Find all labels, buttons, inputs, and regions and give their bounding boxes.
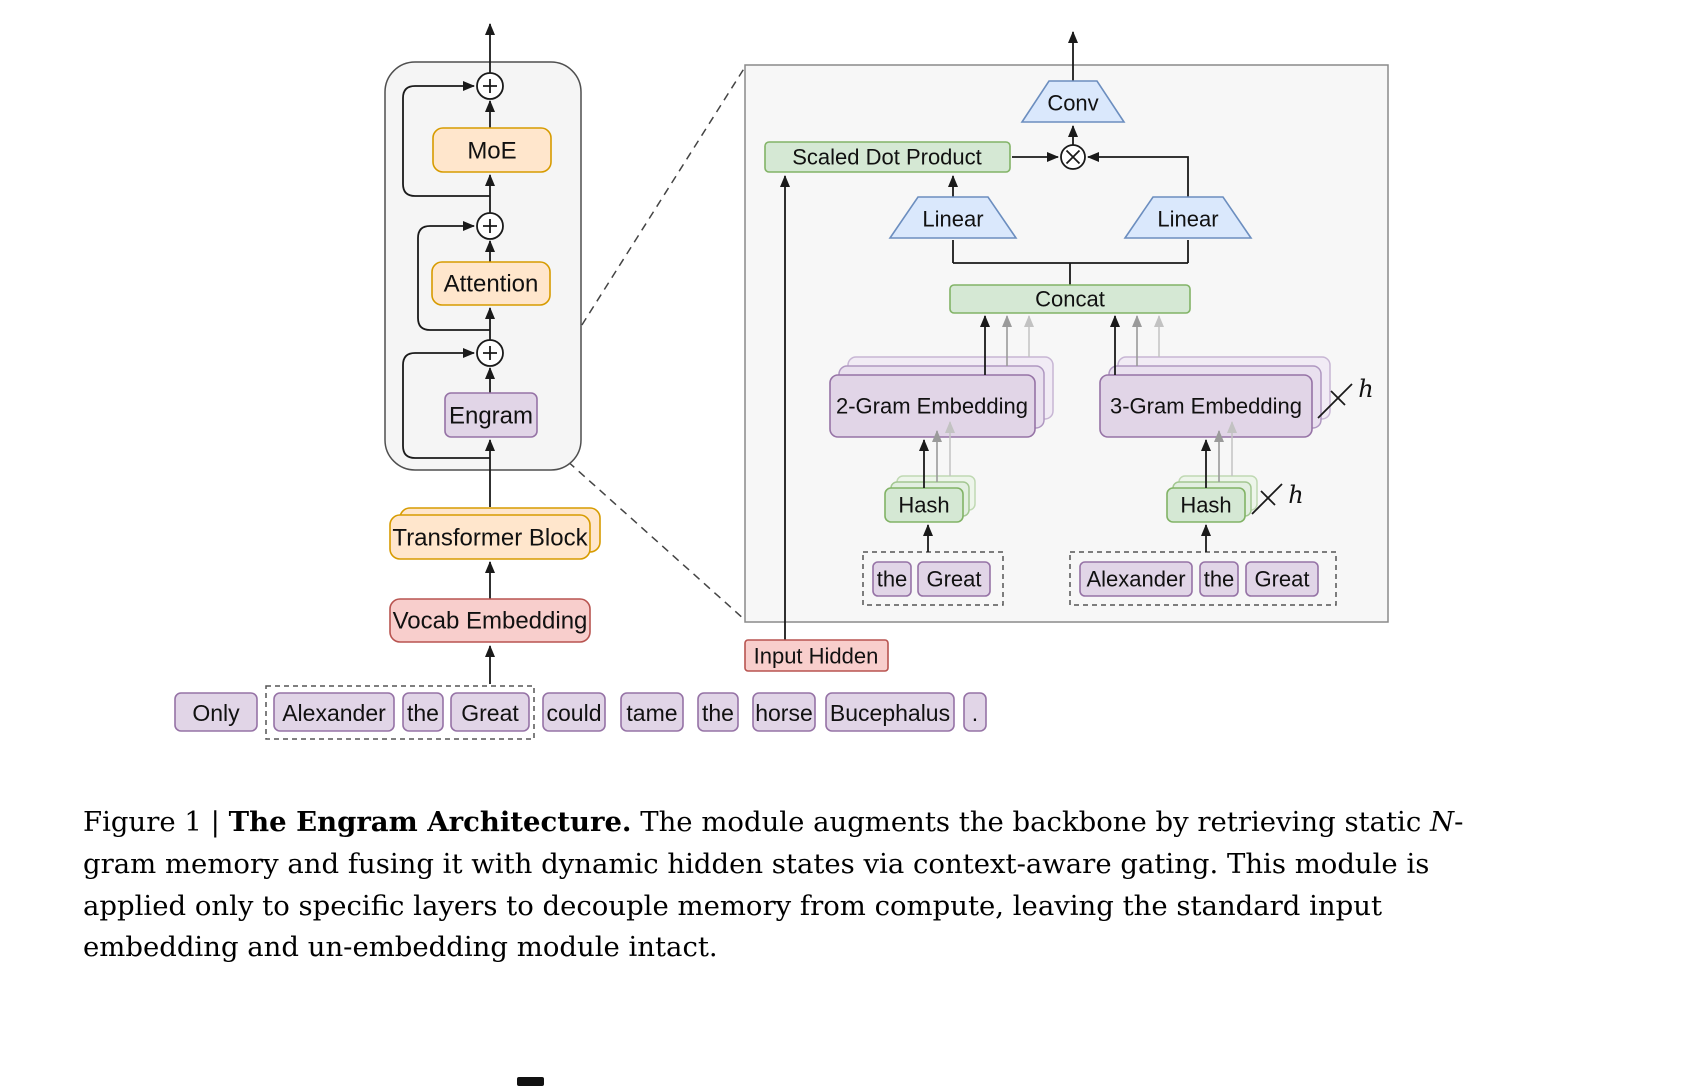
transformer-block: Transformer Block: [389, 507, 601, 560]
three-gram-embedding-stack: 3-Gram Embedding: [1099, 356, 1331, 438]
hash-right-stack: Hash: [1166, 475, 1258, 523]
page-edge-artifact: [517, 1077, 544, 1086]
residual-add-node-top: [476, 72, 504, 100]
input-hidden-label: Input Hidden: [754, 644, 879, 669]
hash-right-label: Hash: [1180, 493, 1231, 518]
heads-count-label: h: [1288, 481, 1303, 509]
engram-block: Engram: [444, 392, 538, 438]
hash-left-stack: Hash: [884, 475, 976, 523]
heads-annotation-hash: h: [1251, 481, 1304, 515]
detail-wires: [780, 31, 1189, 640]
moe-label: MoE: [467, 138, 516, 165]
gating-multiply-node: [1060, 144, 1086, 170]
token-period: .: [963, 692, 987, 732]
token-to-hash-arrows: [923, 524, 1211, 552]
figure-caption: Figure 1 | The Engram Architecture. The …: [83, 802, 1495, 969]
linear-right-label: Linear: [1157, 207, 1218, 232]
linear-left-block: Linear: [888, 196, 1018, 239]
vocab-embedding-label: Vocab Embedding: [393, 608, 588, 635]
token-label: horse: [755, 700, 813, 726]
conv-label: Conv: [1047, 91, 1098, 116]
transformer-block-label: Transformer Block: [392, 525, 588, 552]
attention-label: Attention: [444, 271, 539, 298]
two-gram-embedding-stack: 2-Gram Embedding: [829, 356, 1054, 438]
figure-title: The Engram Architecture.: [228, 806, 632, 838]
token-label: Alexander: [1086, 567, 1185, 592]
engram-label: Engram: [449, 403, 533, 430]
caption-n-symbol: N: [1430, 806, 1455, 838]
embedding-to-concat-arrows: [980, 315, 1164, 375]
token-label: the: [877, 567, 908, 592]
linear-left-label: Linear: [922, 207, 983, 232]
token-label: tame: [626, 700, 677, 726]
token-label: Bucephalus: [830, 700, 950, 726]
vocab-embedding-block: Vocab Embedding: [389, 598, 591, 643]
caption-body-1: The module augments the backbone by retr…: [631, 806, 1430, 838]
plus-icon: [483, 346, 497, 360]
hash-left-label: Hash: [898, 493, 949, 518]
token-the-2: the: [697, 692, 739, 732]
engram-architecture-diagram: MoE Attention Engram Transformer Block V…: [174, 23, 1389, 740]
figure-number: Figure 1 |: [83, 806, 229, 838]
scaled-dot-product-block: Scaled Dot Product: [764, 141, 1011, 173]
token-label: Alexander: [282, 700, 386, 726]
concat-label: Concat: [1035, 287, 1105, 312]
multiply-icon: [1065, 149, 1081, 165]
token-only: Only: [174, 692, 258, 732]
two-gram-embedding-label: 2-Gram Embedding: [836, 394, 1028, 419]
heads-annotation-embedding: h: [1317, 375, 1374, 419]
concat-block: Concat: [949, 284, 1191, 314]
three-gram-embedding-label: 3-Gram Embedding: [1110, 394, 1302, 419]
token-great: Great: [450, 692, 530, 732]
heads-count-label: h: [1358, 375, 1373, 403]
zoom-connector-bottom: [536, 433, 746, 621]
token-the-1: the: [402, 692, 444, 732]
scaled-dot-product-label: Scaled Dot Product: [792, 145, 982, 170]
token-bucephalus: Bucephalus: [825, 692, 955, 732]
token-tame: tame: [620, 692, 684, 732]
plus-icon: [483, 79, 497, 93]
input-hidden-block: Input Hidden: [744, 639, 889, 672]
linear-right-block: Linear: [1123, 196, 1253, 239]
token-label: Great: [926, 567, 981, 592]
moe-block: MoE: [432, 127, 552, 173]
three-gram-token-group: Alexander the Great: [1069, 551, 1337, 606]
ngram-window-outline: [265, 685, 535, 740]
backbone-wires: [402, 23, 495, 684]
caption-body-2: -gram memory and fusing it with dynamic …: [83, 806, 1464, 964]
token-label: the: [702, 700, 734, 726]
conv-block: Conv: [1020, 80, 1126, 123]
token-label: .: [972, 700, 978, 726]
two-gram-token-group: the Great: [862, 551, 1004, 606]
hash-to-embedding-arrows: [919, 421, 1237, 488]
plus-icon: [483, 219, 497, 233]
token-horse: horse: [752, 692, 816, 732]
token-could: could: [542, 692, 606, 732]
token-label: the: [1204, 567, 1235, 592]
token-label: Only: [192, 700, 240, 726]
zoom-connector-top: [536, 66, 746, 397]
token-alexander: Alexander: [273, 692, 395, 732]
attention-block: Attention: [431, 261, 551, 306]
token-label: Great: [461, 700, 519, 726]
residual-add-node-bottom: [476, 339, 504, 367]
token-label: could: [547, 700, 602, 726]
residual-add-node-middle: [476, 212, 504, 240]
token-label: the: [407, 700, 439, 726]
token-label: Great: [1254, 567, 1309, 592]
